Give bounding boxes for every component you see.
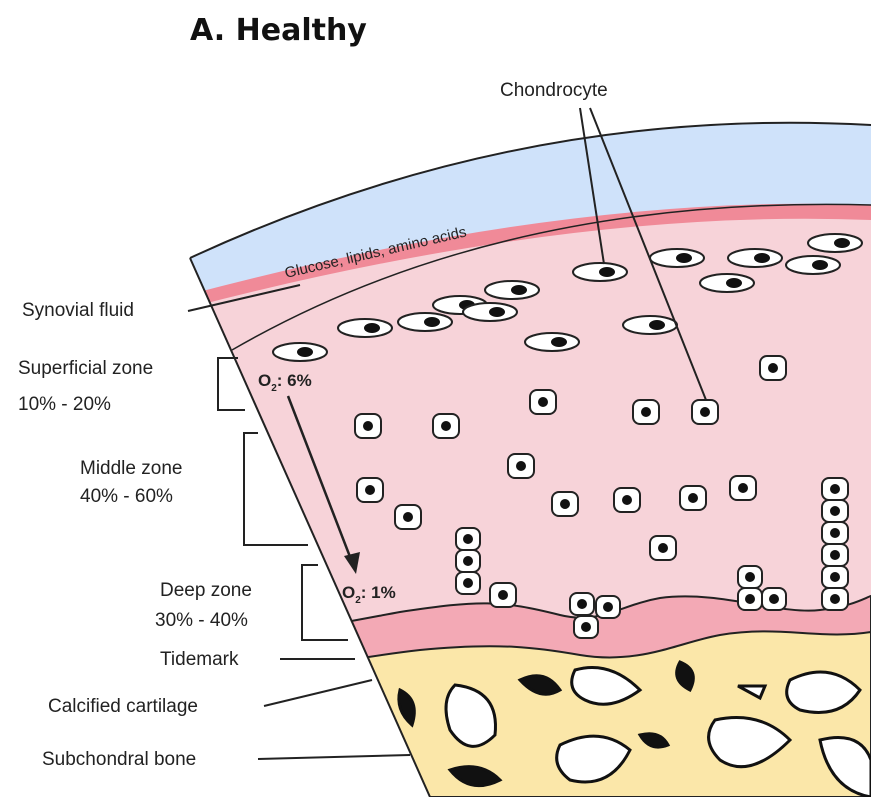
- chondrocyte: [614, 488, 640, 512]
- chondrocyte: [760, 356, 786, 380]
- chondrocyte: [433, 414, 459, 438]
- middle-zone-range: 40% - 60%: [80, 486, 173, 507]
- chondrocyte: [738, 588, 762, 610]
- chondrocyte: [623, 316, 677, 334]
- chondrocyte: [456, 550, 480, 572]
- chondrocyte: [822, 588, 848, 610]
- chondrocyte: [485, 281, 539, 299]
- tidemark-label: Tidemark: [160, 649, 239, 670]
- chondrocyte: [692, 400, 718, 424]
- chondrocyte: [822, 566, 848, 588]
- chondrocyte: [273, 343, 327, 361]
- chondrocyte: [355, 414, 381, 438]
- chondrocyte: [808, 234, 862, 252]
- chondrocyte: [786, 256, 840, 274]
- deep-zone-range: 30% - 40%: [155, 610, 248, 631]
- chondrocyte: [395, 505, 421, 529]
- chondrocyte: [680, 486, 706, 510]
- chondrocyte: [490, 583, 516, 607]
- chondrocyte: [822, 522, 848, 544]
- synovial-fluid-label: Synovial fluid: [22, 300, 134, 321]
- chondrocyte: [398, 313, 452, 331]
- chondrocyte: [456, 572, 480, 594]
- chondrocyte: [728, 249, 782, 267]
- chondrocyte: [730, 476, 756, 500]
- chondrocyte-label: Chondrocyte: [500, 80, 608, 101]
- chondrocyte: [650, 536, 676, 560]
- chondrocyte: [463, 303, 517, 321]
- chondrocyte: [456, 528, 480, 550]
- chondrocyte: [357, 478, 383, 502]
- subchondral-bone-label: Subchondral bone: [42, 749, 196, 770]
- chondrocyte: [738, 566, 762, 588]
- chondrocyte: [822, 478, 848, 500]
- chondrocyte: [552, 492, 578, 516]
- chondrocyte: [338, 319, 392, 337]
- superficial-zone-range: 10% - 20%: [18, 394, 111, 415]
- calcified-cartilage-label: Calcified cartilage: [48, 696, 198, 717]
- chondrocyte: [508, 454, 534, 478]
- chondrocyte: [822, 500, 848, 522]
- chondrocyte: [530, 390, 556, 414]
- deep-zone-label: Deep zone: [160, 580, 252, 601]
- chondrocyte: [700, 274, 754, 292]
- subchondral-bone-pointer: [258, 755, 410, 759]
- chondrocyte: [525, 333, 579, 351]
- middle-zone-label: Middle zone: [80, 458, 182, 479]
- chondrocyte: [574, 616, 598, 638]
- chondrocyte: [633, 400, 659, 424]
- chondrocyte: [596, 596, 620, 618]
- chondrocyte: [570, 593, 594, 615]
- diagram-title: A. Healthy: [190, 13, 367, 48]
- chondrocyte: [822, 544, 848, 566]
- chondrocyte: [762, 588, 786, 610]
- calcified-cartilage-pointer: [264, 680, 372, 706]
- chondrocyte: [573, 263, 627, 281]
- chondrocyte: [650, 249, 704, 267]
- superficial-zone-label: Superficial zone: [18, 358, 153, 379]
